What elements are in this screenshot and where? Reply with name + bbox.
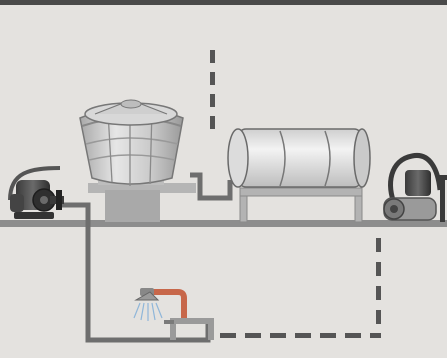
dashed-pipe-top bbox=[210, 50, 215, 129]
water-spray bbox=[133, 302, 163, 321]
shower-assembly bbox=[133, 288, 214, 340]
pressure-tank bbox=[227, 128, 371, 188]
storage-tank bbox=[79, 99, 184, 186]
left-pump bbox=[8, 166, 64, 219]
dashed-pipe-right bbox=[220, 238, 381, 338]
top-band bbox=[0, 0, 447, 5]
pressure-tank-stand bbox=[239, 187, 363, 223]
ground-line bbox=[0, 220, 447, 227]
right-pump bbox=[383, 153, 447, 222]
tank-link-pipe bbox=[190, 172, 233, 201]
